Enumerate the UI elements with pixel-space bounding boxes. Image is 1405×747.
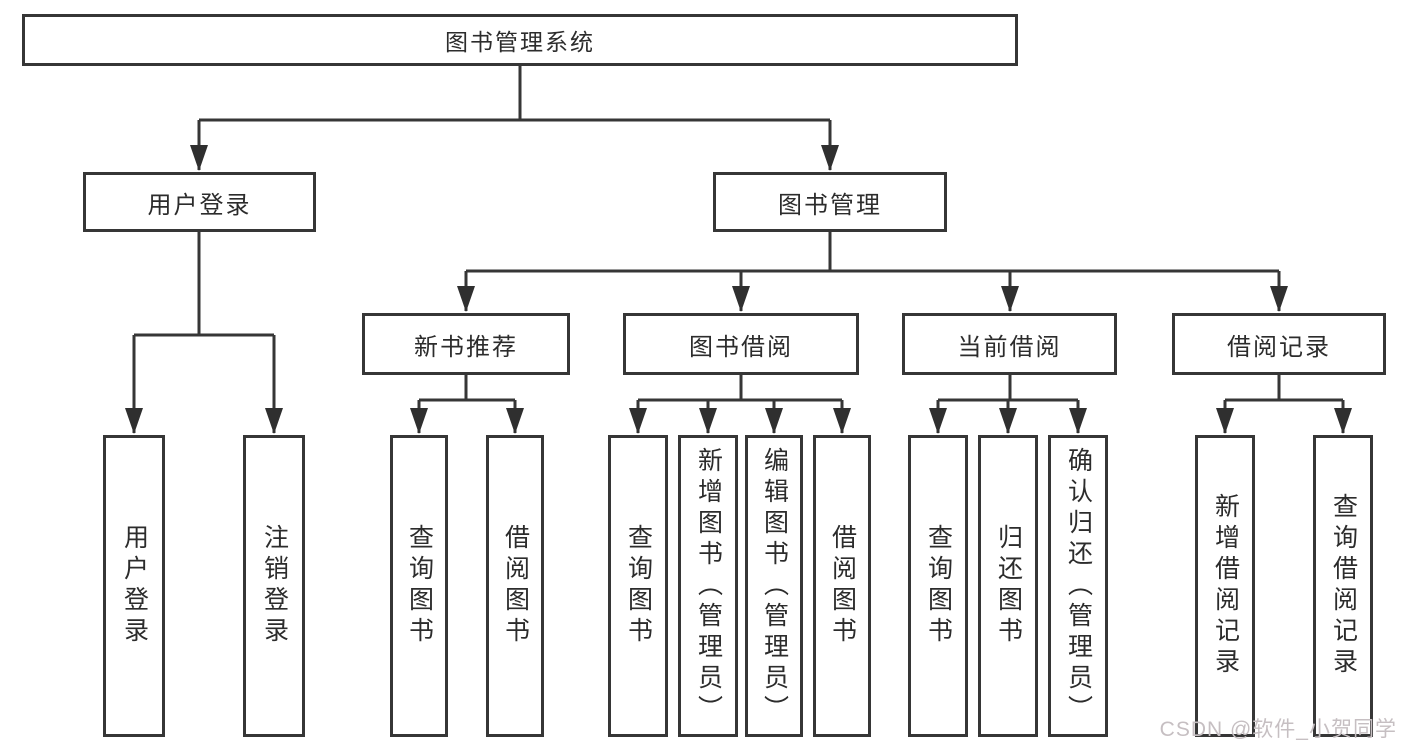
leaf-user-login: 用户登录 xyxy=(103,435,165,737)
leaf-borrow-query-books-label: 查询图书 xyxy=(624,524,653,648)
leaf-add-borrow-record: 新增借阅记录 xyxy=(1195,435,1255,737)
node-book-borrow-label: 图书借阅 xyxy=(689,333,793,361)
leaf-query-borrow-record-label: 查询借阅记录 xyxy=(1329,493,1358,679)
leaf-current-query-books-label: 查询图书 xyxy=(924,524,953,648)
leaf-logout-label: 注销登录 xyxy=(260,524,289,648)
leaf-borrow-query-books: 查询图书 xyxy=(608,435,668,737)
leaf-add-books-admin: 新增图书（管理员） xyxy=(678,435,738,737)
leaf-edit-books-admin: 编辑图书（管理员） xyxy=(745,435,803,737)
leaf-current-query-books: 查询图书 xyxy=(908,435,968,737)
node-book-management: 图书管理 xyxy=(713,172,947,232)
node-current-borrow-label: 当前借阅 xyxy=(957,333,1062,361)
leaf-recommend-query-books-label: 查询图书 xyxy=(405,524,434,648)
node-root-label: 图书管理系统 xyxy=(445,29,595,55)
leaf-recommend-borrow-books: 借阅图书 xyxy=(486,435,544,737)
leaf-user-login-label: 用户登录 xyxy=(120,524,149,648)
leaf-return-books: 归还图书 xyxy=(978,435,1038,737)
leaf-confirm-return-admin: 确认归还（管理员） xyxy=(1048,435,1108,737)
leaf-recommend-borrow-books-label: 借阅图书 xyxy=(501,524,530,648)
node-new-book-recommend: 新书推荐 xyxy=(362,313,570,375)
leaf-confirm-return-admin-label: 确认归还（管理员） xyxy=(1064,446,1093,726)
node-root-system: 图书管理系统 xyxy=(22,14,1018,66)
node-book-management-label: 图书管理 xyxy=(778,191,882,219)
leaf-query-borrow-record: 查询借阅记录 xyxy=(1313,435,1373,737)
node-new-book-recommend-label: 新书推荐 xyxy=(414,333,518,361)
leaf-borrow-books: 借阅图书 xyxy=(813,435,871,737)
node-book-borrow: 图书借阅 xyxy=(623,313,859,375)
node-user-login: 用户登录 xyxy=(83,172,316,232)
leaf-borrow-books-label: 借阅图书 xyxy=(828,524,857,648)
node-borrow-records: 借阅记录 xyxy=(1172,313,1386,375)
leaf-return-books-label: 归还图书 xyxy=(994,524,1023,648)
leaf-add-borrow-record-label: 新增借阅记录 xyxy=(1211,493,1240,679)
leaf-edit-books-admin-label: 编辑图书（管理员） xyxy=(760,446,789,726)
leaf-add-books-admin-label: 新增图书（管理员） xyxy=(694,446,723,726)
node-current-borrow: 当前借阅 xyxy=(902,313,1117,375)
leaf-logout: 注销登录 xyxy=(243,435,305,737)
leaf-recommend-query-books: 查询图书 xyxy=(390,435,448,737)
csdn-watermark: CSDN @软件_小贺同学 xyxy=(1159,718,1397,741)
node-user-login-label: 用户登录 xyxy=(147,191,252,219)
node-borrow-records-label: 借阅记录 xyxy=(1227,333,1331,361)
